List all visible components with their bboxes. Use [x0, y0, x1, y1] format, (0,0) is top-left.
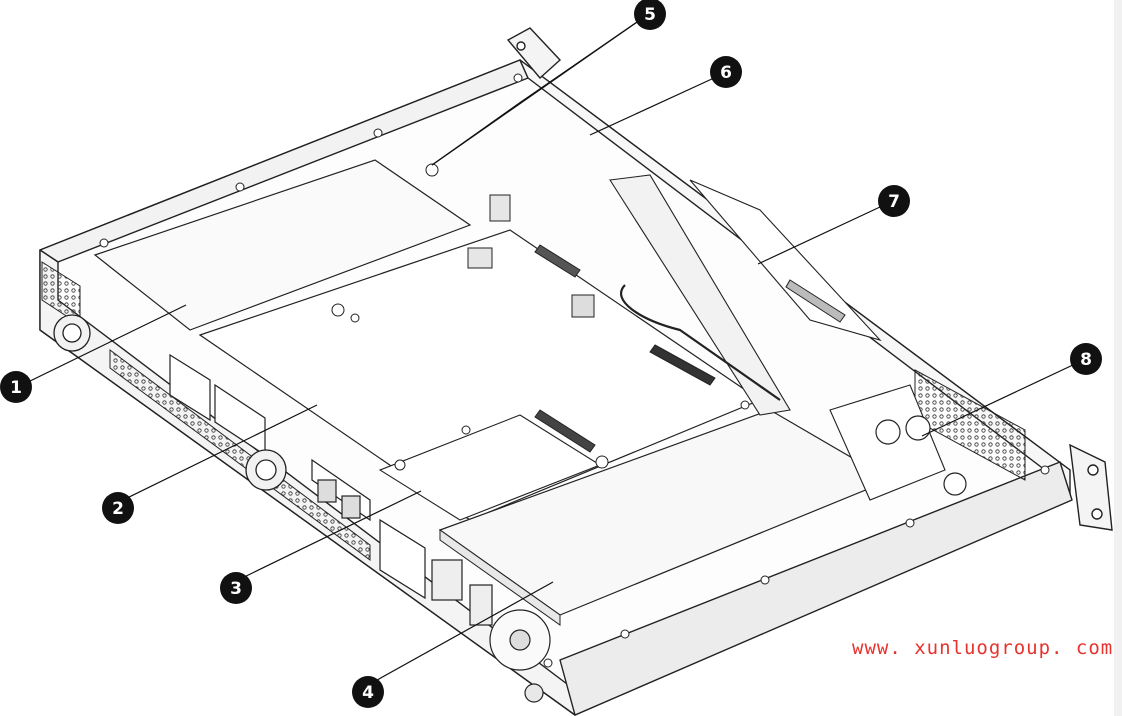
terminal-1 [875, 419, 901, 445]
front-panel [169, 353, 493, 626]
watermark-url: www. xunluogroup. com [852, 637, 1114, 659]
header-connector-mid [534, 409, 596, 453]
internal-cable [620, 284, 781, 401]
fan [489, 609, 551, 671]
svg-text:3: 3 [230, 579, 242, 599]
leader-8 [921, 363, 1076, 437]
cable-guide-rail [609, 174, 791, 416]
coax-connector-2 [245, 449, 287, 491]
leader-2 [122, 404, 318, 501]
callout-6: 6 [710, 56, 742, 88]
callout-2: 2 [102, 492, 134, 524]
page-edge-strip [1114, 0, 1122, 716]
svg-text:6: 6 [720, 63, 732, 83]
leader-5c [431, 19, 641, 166]
callout-3: 3 [220, 572, 252, 604]
right-pcb [689, 179, 882, 342]
svg-text:5: 5 [644, 5, 656, 25]
power-supply-top-edge [439, 529, 561, 626]
right-pcb-connector [785, 279, 846, 323]
header-connector-top [534, 244, 581, 278]
connector-small-2 [467, 247, 493, 269]
callout-5: 5 [634, 0, 666, 30]
leader-3 [237, 490, 422, 581]
leader-4 [369, 581, 554, 685]
leader-7 [757, 206, 881, 265]
svg-text:8: 8 [1080, 350, 1092, 370]
callout-7: 7 [878, 185, 910, 217]
svg-text:1: 1 [10, 378, 22, 398]
leader-lines [27, 19, 1076, 685]
rack-ear-back [506, 27, 561, 80]
terminal-block [571, 294, 595, 318]
callout-8: 8 [1070, 343, 1102, 375]
svg-text:2: 2 [112, 499, 124, 519]
connector-small-1 [489, 194, 511, 222]
coax-connector-1 [53, 314, 91, 352]
rack-ear-front [1069, 443, 1113, 531]
callout-4: 4 [352, 676, 384, 708]
module-back-top [93, 159, 472, 331]
leader-6 [589, 77, 715, 136]
screws [99, 73, 1050, 668]
svg-text:7: 7 [888, 192, 900, 212]
terminal-3 [943, 472, 967, 496]
header-connector-long [649, 344, 716, 386]
callout-1: 1 [0, 371, 32, 403]
terminal-2 [905, 415, 931, 441]
svg-text:4: 4 [362, 683, 374, 703]
leader-1 [27, 304, 187, 383]
ground-stud [524, 683, 544, 703]
